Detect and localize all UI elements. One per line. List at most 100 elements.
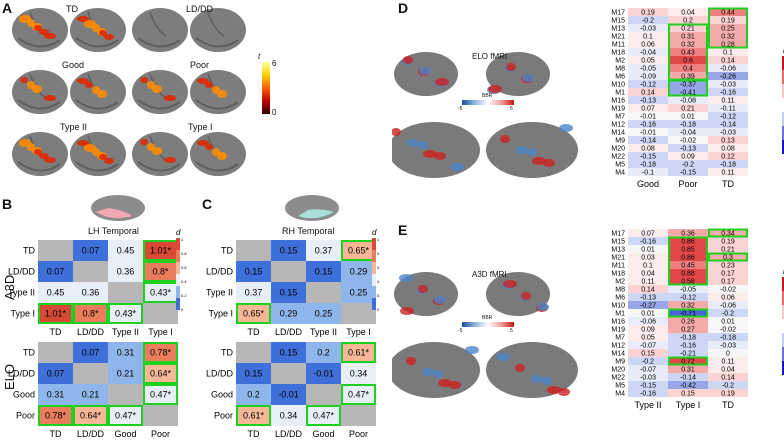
heatmap-value: -0.01 xyxy=(278,390,299,400)
heatmap-value: 0.15 xyxy=(245,267,263,277)
heatmap-cell xyxy=(306,303,341,324)
a3d-bbr-min: -5 xyxy=(458,328,463,334)
corr-cell xyxy=(708,160,748,168)
significance-box xyxy=(143,342,178,363)
heatmap-value: 0.65* xyxy=(348,246,370,256)
activation-blob xyxy=(34,25,42,31)
activation-blob xyxy=(92,86,100,94)
corr-cell xyxy=(708,341,748,349)
corr-cell xyxy=(628,88,668,96)
activation-blob xyxy=(164,95,176,101)
corr-value: 0.17 xyxy=(721,271,735,278)
heatmap-cell xyxy=(73,303,108,324)
heatmap-cell xyxy=(341,384,376,405)
corr-value: 0.11 xyxy=(721,98,734,105)
corr-value: -0.21 xyxy=(680,351,696,358)
corr-cell xyxy=(708,72,748,80)
corr-cell xyxy=(668,245,708,253)
corr-row-label: M21 xyxy=(611,34,625,41)
heatmap-cell xyxy=(143,363,178,384)
significance-box xyxy=(73,405,108,426)
heatmap-cell xyxy=(271,405,306,426)
heatmap-cell xyxy=(108,282,143,303)
heatmap-cell xyxy=(143,261,178,282)
heatmap-value: 0.15 xyxy=(245,369,263,379)
heatmap-value: 0.78* xyxy=(45,411,67,421)
significance-box xyxy=(668,236,708,286)
corr-row-label: M5 xyxy=(615,383,625,390)
d-colorbar-tick: 0.4 xyxy=(181,279,187,284)
corr-value: -0.08 xyxy=(680,98,696,105)
elo-bbr-colorbar xyxy=(462,100,514,105)
heatmap-cell xyxy=(236,363,271,384)
corr-value: -0.14 xyxy=(680,375,696,382)
activation-blob xyxy=(19,15,31,23)
activation-blob xyxy=(84,20,96,28)
corr-cell xyxy=(668,309,708,317)
corr-cell xyxy=(708,32,748,40)
heatmap-col-label: LD/DD xyxy=(77,429,105,439)
heatmap-cell xyxy=(306,405,341,426)
corr-value: -0.07 xyxy=(640,367,656,374)
corr-cell xyxy=(628,245,668,253)
corr-value: -0.12 xyxy=(680,295,696,302)
heatmap-value: 0.07 xyxy=(47,369,65,379)
significance-box xyxy=(143,384,178,405)
corr-cell xyxy=(708,56,748,64)
corr-row-label: M14 xyxy=(611,351,625,358)
heatmap-cell xyxy=(38,342,73,363)
heatmap-row-label: LD/DD xyxy=(8,267,36,277)
heatmap-cell xyxy=(306,282,341,303)
significance-box xyxy=(38,405,73,426)
bbr-blob xyxy=(406,357,416,365)
brain-hemisphere xyxy=(70,8,126,52)
heatmap-col-label: TD xyxy=(248,327,260,337)
corr-cell xyxy=(708,245,748,253)
corr-value: 0.31 xyxy=(681,367,695,374)
significance-box xyxy=(708,7,748,49)
corr-value: -0.18 xyxy=(680,122,696,129)
corr-cell xyxy=(628,8,668,16)
corr-col-label: Type I xyxy=(676,400,701,410)
corr-cell xyxy=(628,293,668,301)
heatmap-col-label: Poor xyxy=(349,429,368,439)
activation-blob xyxy=(104,34,114,40)
corr-value: -0.41 xyxy=(680,90,696,97)
corr-cell xyxy=(628,128,668,136)
brain-hemisphere xyxy=(486,342,578,398)
corr-cell xyxy=(668,56,708,64)
bbr-blob xyxy=(419,67,431,75)
heatmap-value: 0.61* xyxy=(243,411,265,421)
heatmap-row-label: TD xyxy=(23,246,35,256)
corr-value: -0.02 xyxy=(680,138,696,145)
corr-row-label: M16 xyxy=(611,98,625,105)
corr-row-label: M12 xyxy=(611,122,625,129)
corr-cell xyxy=(668,277,708,285)
bbr-blob xyxy=(503,280,517,288)
panel-b-letter: B xyxy=(2,196,13,212)
brain-hemisphere xyxy=(190,70,246,114)
heatmap-value: 0.2 xyxy=(247,390,260,400)
heatmap-cell xyxy=(271,240,306,261)
bbr-blob xyxy=(521,292,531,300)
heatmap-col-label: Good xyxy=(312,429,334,439)
heatmap-cell xyxy=(341,363,376,384)
corr-value: 0.08 xyxy=(641,146,655,153)
corr-row-label: M1 xyxy=(615,311,625,318)
heatmap-cell xyxy=(271,342,306,363)
bbr-blob xyxy=(547,386,561,394)
activation-blob xyxy=(77,140,89,146)
corr-value: 0.01 xyxy=(721,319,735,326)
heatmap-row-label: LD/DD xyxy=(8,369,36,379)
corr-value: 0.1 xyxy=(643,34,653,41)
heatmap-cell xyxy=(38,405,73,426)
brain-hemisphere xyxy=(486,272,550,316)
corr-cell xyxy=(708,237,748,245)
corr-value: -0.37 xyxy=(680,82,696,89)
d-colorbar-tick: 1 xyxy=(377,237,380,242)
significance-box xyxy=(38,303,73,324)
corr-cell xyxy=(668,381,708,389)
activation-blob xyxy=(97,90,107,98)
corr-value: 0.04 xyxy=(641,271,655,278)
bbr-blob xyxy=(531,375,543,383)
